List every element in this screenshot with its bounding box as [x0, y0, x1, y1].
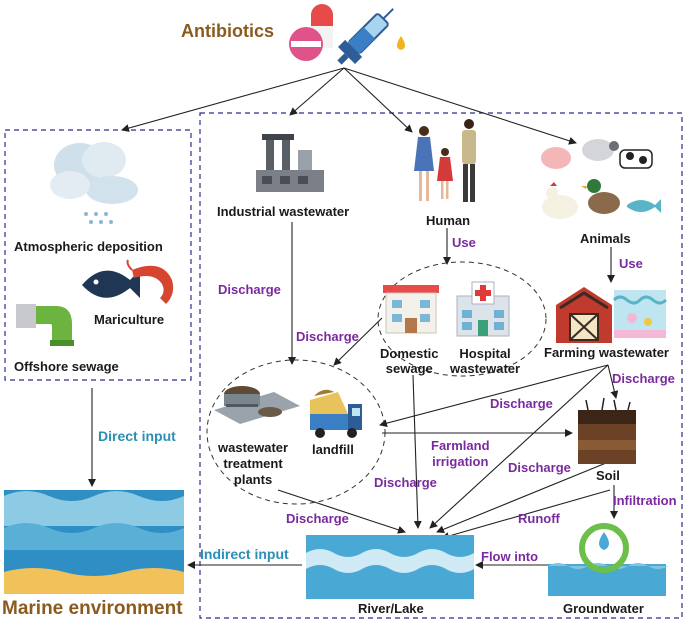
label-atmospheric-deposition: Atmospheric deposition [14, 239, 163, 254]
edge-direct-input: Direct input [98, 428, 176, 444]
edge-discharge-wwtp-river: Discharge [286, 511, 349, 526]
soil-icon [578, 397, 636, 464]
arrow-antibiotics-human [343, 67, 413, 133]
label-groundwater: Groundwater [563, 601, 644, 616]
fish-icon [82, 270, 140, 298]
arrow-farming-soil [607, 364, 619, 399]
arrow-farming-wwtp [379, 364, 609, 428]
river-icon [306, 535, 474, 599]
arrow-antibiotics-animals [343, 67, 577, 145]
sea-icon [4, 490, 184, 594]
edge-discharge-domestic: Discharge [296, 329, 359, 344]
edge-use-human: Use [452, 235, 476, 250]
edge-flow-into: Flow into [481, 549, 539, 564]
factory-icon [256, 134, 324, 192]
shrimp-icon [126, 259, 174, 304]
label-landfill: landfill [312, 442, 354, 457]
arrow-antibiotics-industrial [289, 67, 345, 116]
edge-discharge-domestic-river: Discharge [374, 475, 437, 490]
label-hospital-wastewater: Hospital wastewater [450, 346, 521, 376]
title-antibiotics: Antibiotics [181, 21, 274, 41]
house-icon [383, 285, 439, 334]
label-soil: Soil [596, 468, 620, 483]
arrow-domestic-river [412, 374, 422, 529]
fish-tank-icon [612, 290, 668, 338]
label-marine-environment: Marine environment [2, 598, 183, 619]
label-farming-wastewater: Farming wastewater [544, 345, 669, 360]
barn-icon [556, 287, 612, 343]
wwtp-landfill-ellipse [206, 359, 386, 505]
pipe-icon [16, 304, 74, 346]
label-domestic-sewage: Domestic sewage [380, 346, 439, 376]
right-land-box [199, 112, 683, 619]
edge-indirect-input: Indirect input [200, 546, 289, 562]
label-mariculture: Mariculture [94, 312, 165, 327]
water-drop-cycle-icon [548, 523, 668, 596]
label-river-lake: River/Lake [358, 601, 424, 616]
arrow-wwtp-river [277, 489, 406, 534]
label-animals: Animals [580, 231, 631, 246]
edge-runoff: Runoff [518, 511, 560, 526]
arrow-soil-river [436, 462, 607, 534]
pill-capsule-icon [289, 4, 333, 61]
label-wwtp: wastewater treatment plants [218, 440, 289, 487]
edge-infiltration: Infiltration [613, 493, 677, 508]
livestock-icon [541, 139, 661, 219]
drop-icon [397, 36, 405, 50]
arrow-antibiotics-left [121, 67, 345, 132]
edge-use-animals: Use [619, 256, 643, 271]
label-human: Human [426, 213, 471, 228]
treatment-tank-icon [214, 386, 300, 424]
edge-discharge-farming-wwtp: Discharge [490, 396, 553, 411]
syringe-icon [337, 8, 394, 65]
arrow-domestic-wwtp [333, 317, 383, 366]
label-industrial-wastewater: Industrial wastewater [217, 204, 350, 219]
edge-discharge-industrial: Discharge [218, 282, 281, 297]
arrow-soil-runoff [441, 489, 611, 540]
domestic-hospital-ellipse [377, 261, 547, 377]
people-icon [414, 119, 476, 202]
edge-discharge-farming-soil: Discharge [612, 371, 675, 386]
edge-farmland-irrigation: Farmland irrigation [431, 438, 490, 469]
dump-truck-icon [310, 389, 362, 438]
cloud-rain-icon [50, 142, 138, 224]
arrow-farming-river [429, 364, 609, 529]
left-source-box [4, 129, 192, 381]
edge-discharge-farming-river: Discharge [508, 460, 571, 475]
label-offshore-sewage: Offshore sewage [14, 359, 119, 374]
hospital-icon [456, 281, 510, 337]
